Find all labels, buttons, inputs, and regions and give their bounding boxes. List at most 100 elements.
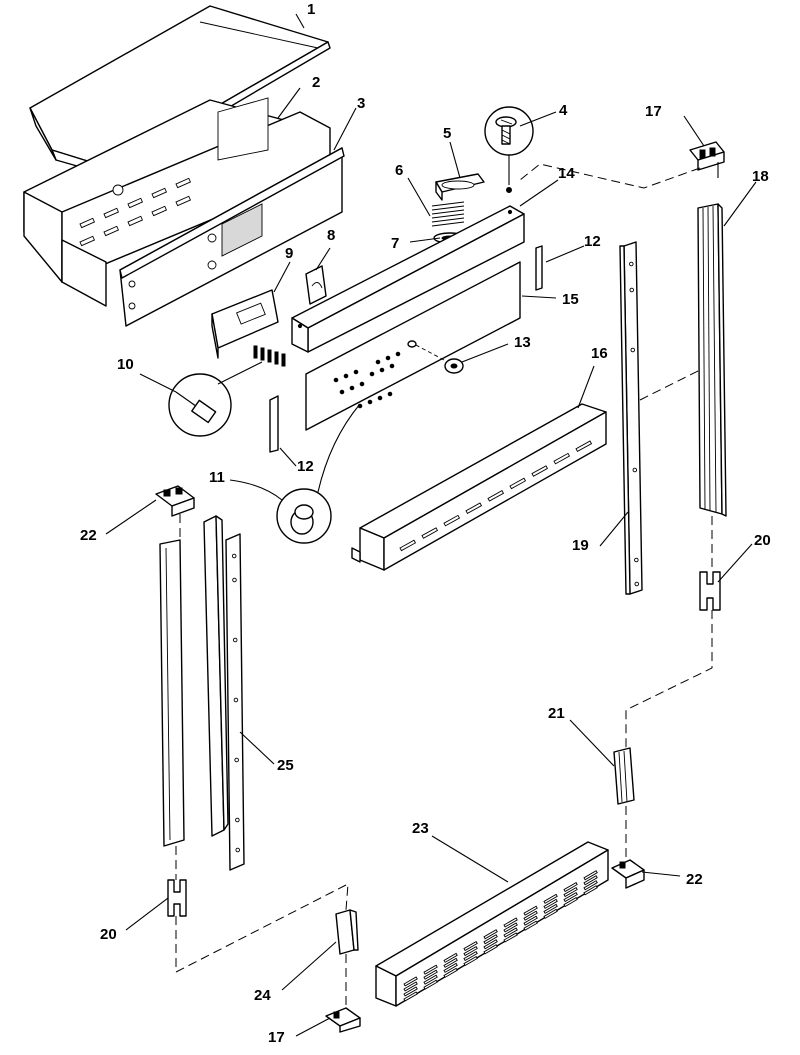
callout-6: 6 xyxy=(395,162,404,179)
rail-vent-slot xyxy=(543,908,558,919)
rail-vent-slot xyxy=(443,967,458,978)
panel-button-dot xyxy=(353,369,359,375)
part-3-front-plate xyxy=(119,147,345,327)
spring-coil xyxy=(431,205,465,211)
callout-12-upper: 12 xyxy=(584,233,601,250)
part-23-bottom-rail xyxy=(375,841,609,1007)
spring-coil xyxy=(431,221,465,227)
callout-17-top: 17 xyxy=(645,103,662,120)
part-20-h-connector-left xyxy=(167,879,187,917)
assembly-dashed-paths xyxy=(175,163,713,1010)
rail-vent-slot xyxy=(531,465,549,477)
panel-button-dot xyxy=(349,385,355,391)
rail-vent-slot xyxy=(523,915,538,926)
panel-button-dot xyxy=(339,389,345,395)
rail-vent-slot xyxy=(443,952,458,963)
stile-hole xyxy=(235,847,240,853)
rail-vent-slot xyxy=(563,896,578,908)
spring-coil xyxy=(431,209,465,215)
callout-16: 16 xyxy=(591,345,608,362)
part-21-gasket xyxy=(613,747,635,805)
callout-11: 11 xyxy=(209,469,225,486)
part-22-hinge-right xyxy=(611,859,645,889)
part-19-strip xyxy=(619,241,643,595)
panel-button-dot xyxy=(375,359,381,365)
panel-button-dot xyxy=(367,399,373,405)
rail-vent-slot xyxy=(443,962,458,973)
strip-hole xyxy=(630,347,636,353)
callout-2: 2 xyxy=(312,74,321,91)
callout-20-right: 20 xyxy=(754,532,771,549)
rail-vent-slot xyxy=(563,886,578,898)
rail-vent-slot xyxy=(583,870,598,881)
callout-10: 10 xyxy=(117,356,134,373)
leader-lines xyxy=(105,13,757,1037)
panel-button-dot xyxy=(387,391,393,397)
part-6-spring xyxy=(431,201,465,227)
callout-15: 15 xyxy=(562,291,579,308)
panel-button-dot xyxy=(333,377,339,383)
stile-hole xyxy=(232,577,237,583)
part-13-lock xyxy=(407,340,464,374)
rail-vent-slot xyxy=(543,893,558,904)
board-pin xyxy=(260,347,265,361)
board-pin xyxy=(253,345,258,359)
callout-24: 24 xyxy=(254,987,271,1004)
rail-vent-slot xyxy=(563,881,578,893)
housing-vent-slot xyxy=(127,197,144,209)
rail-vent-slot xyxy=(465,502,483,515)
callout-14: 14 xyxy=(558,165,575,182)
board-pin xyxy=(267,349,272,363)
callout-13: 13 xyxy=(514,334,531,351)
callout-20-left: 20 xyxy=(100,926,117,943)
housing-vent-slot xyxy=(151,187,168,199)
callout-22-right: 22 xyxy=(686,871,703,888)
part-4-screw xyxy=(484,106,534,193)
rail-vent-slot xyxy=(503,932,518,943)
callout-8: 8 xyxy=(327,227,336,244)
rail-vent-slot xyxy=(423,979,438,990)
stile-hole xyxy=(234,757,239,763)
strip-hole xyxy=(634,557,639,563)
housing-vent-slot xyxy=(103,225,120,237)
rail-vent-slot xyxy=(483,939,498,950)
panel-button-dot xyxy=(389,363,395,369)
rail-vent-slot xyxy=(399,539,417,552)
rail-vent-slot xyxy=(503,927,518,938)
stile-hole xyxy=(232,637,238,643)
part-14-panel-bar xyxy=(291,205,525,353)
rail-vent-slot xyxy=(575,440,593,453)
callout-7: 7 xyxy=(391,235,400,252)
callout-23: 23 xyxy=(412,820,429,837)
housing-vent-slot xyxy=(79,217,96,229)
rail-vent-slot xyxy=(463,950,478,962)
rail-vent-slot xyxy=(403,986,418,997)
stile-hole xyxy=(233,697,239,703)
panel-button-dot xyxy=(395,351,401,357)
strip-hole xyxy=(629,261,634,267)
strip-hole xyxy=(632,467,638,473)
callout-3: 3 xyxy=(357,95,366,112)
part-18-right-stile xyxy=(697,203,727,517)
callout-22-left: 22 xyxy=(80,527,97,544)
part-17-hinge-top xyxy=(689,141,725,178)
housing-vent-slot xyxy=(103,207,120,219)
callout-1: 1 xyxy=(307,1,316,18)
rail-vent-slot xyxy=(543,898,558,909)
callout-25: 25 xyxy=(277,757,294,774)
rail-vent-slot xyxy=(423,974,438,985)
part-10-tool xyxy=(139,361,263,437)
part-2-housing xyxy=(23,97,331,307)
board-pin xyxy=(274,351,279,365)
rail-vent-slot xyxy=(503,922,518,933)
rail-vent-slot xyxy=(483,944,498,955)
stile-hole xyxy=(235,817,240,823)
rail-vent-slot xyxy=(583,885,598,896)
housing-vent-slot xyxy=(151,205,168,217)
rail-vent-slot xyxy=(523,910,538,921)
callout-19: 19 xyxy=(572,537,589,554)
part-5-switch-bezel xyxy=(435,173,485,201)
rail-vent-slot xyxy=(463,945,478,957)
rail-vent-slot xyxy=(543,903,558,914)
